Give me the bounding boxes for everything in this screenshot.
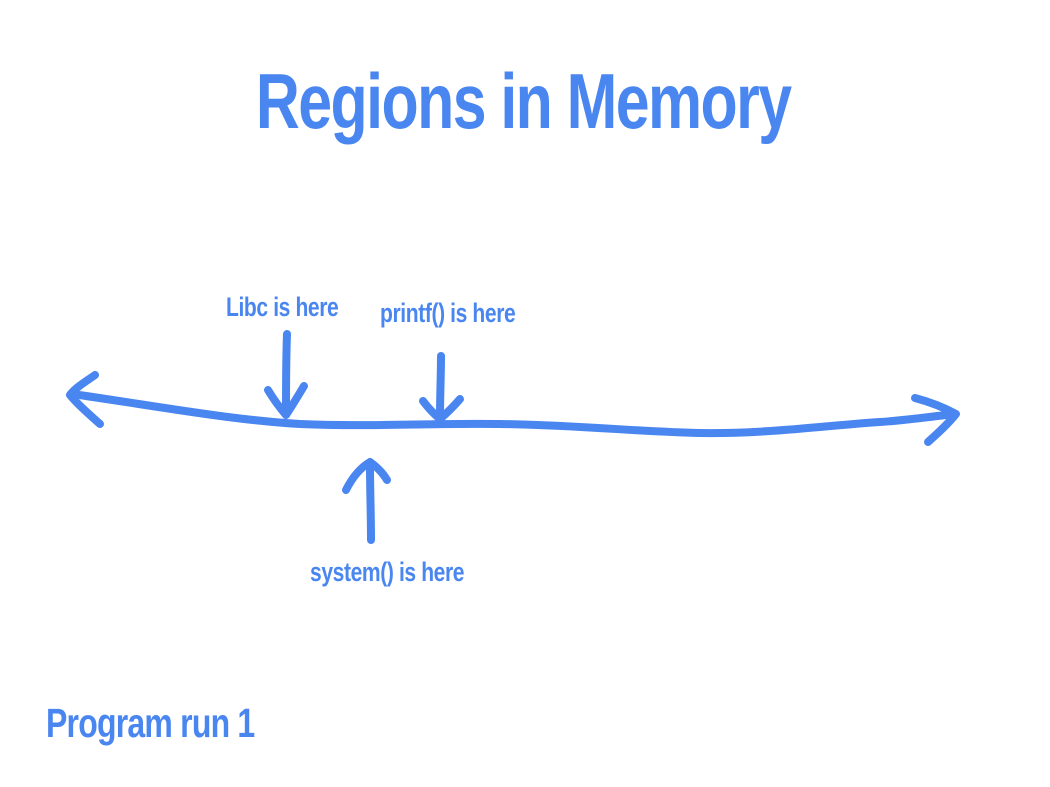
printf-arrowhead	[419, 395, 464, 423]
printf-label: printf() is here	[380, 298, 516, 328]
memory-line	[68, 390, 959, 438]
system-arrowhead	[342, 458, 391, 494]
right-arrowhead	[911, 394, 960, 446]
program-run-label: Program run 1	[46, 700, 255, 746]
system-label: system() is here	[310, 557, 465, 587]
printf-arrow	[436, 352, 445, 421]
libc-arrow	[282, 330, 291, 418]
page-title: Regions in Memory	[255, 57, 792, 145]
system-arrow	[366, 461, 375, 544]
libc-label: Libc is here	[226, 292, 339, 322]
left-arrowhead	[66, 371, 104, 428]
libc-arrowhead	[264, 382, 308, 419]
